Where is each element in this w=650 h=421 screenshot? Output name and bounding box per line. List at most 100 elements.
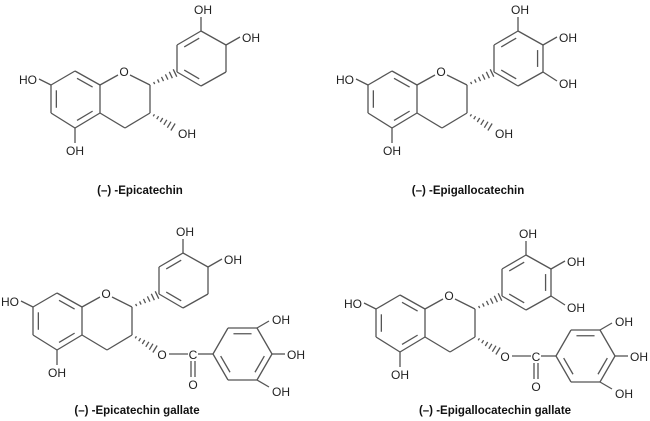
hashed-wedge-bond <box>483 121 489 129</box>
b-ring-bond <box>501 295 527 311</box>
carbonyl-oxygen: O <box>531 380 540 394</box>
b-ring-bond <box>525 254 552 270</box>
b-ring-bond <box>493 71 519 87</box>
double-bond-line <box>76 77 93 88</box>
hashed-wedge-bond <box>489 69 495 77</box>
galloyl-ring-bond <box>256 327 273 355</box>
hydroxyl-5prime: OH <box>567 301 585 315</box>
hashed-wedge-bond <box>481 74 486 80</box>
hashed-wedge-bond <box>485 300 490 306</box>
galloyl-ring-bond <box>212 353 229 381</box>
hashed-wedge-bond <box>152 345 158 353</box>
a-ring-bond <box>375 336 401 353</box>
galloyl-ring-bond <box>555 355 572 383</box>
hashed-wedge-bond <box>154 291 160 299</box>
hydroxyl-3prime: OH <box>194 3 212 17</box>
double-bond-line <box>597 357 608 375</box>
bond <box>106 334 133 351</box>
hashed-wedge-bond <box>166 121 172 129</box>
double-bond-line <box>165 291 182 302</box>
hashed-wedge-bond <box>497 293 503 301</box>
galloyl-hydroxyl-3: OH <box>272 313 290 327</box>
double-bond-line <box>58 299 75 310</box>
hashed-wedge-bond <box>156 79 160 83</box>
galloyl-ring-bond <box>599 355 616 383</box>
galloyl-ring-bond <box>599 329 616 357</box>
hashed-wedge-bond <box>148 343 154 351</box>
a-ring-bond <box>74 112 101 129</box>
hydroxyl-3prime: OH <box>511 3 529 17</box>
b-ring-bond <box>158 252 184 268</box>
bond <box>99 112 126 129</box>
hashed-wedge-bond <box>473 115 477 120</box>
hashed-wedge-bond <box>138 337 142 342</box>
hashed-wedge-bond <box>477 337 481 341</box>
galloyl-hydroxyl-3: OH <box>615 315 633 329</box>
bond <box>81 296 101 308</box>
ester-oxygen: O <box>157 348 166 362</box>
hashed-wedge-bond <box>141 339 146 345</box>
hashed-wedge-bond <box>145 341 150 348</box>
a-ring-bond <box>375 294 401 310</box>
double-bond-line <box>508 261 525 272</box>
b-ring-bond <box>176 71 202 87</box>
hydroxyl-4prime: OH <box>567 255 585 269</box>
bond <box>424 336 451 353</box>
hashed-wedge-bond <box>150 293 155 301</box>
hydroxyl-4prime: OH <box>224 253 242 267</box>
carbonyl-oxygen: O <box>188 378 197 392</box>
bond <box>124 112 151 129</box>
a-ring-bond <box>50 70 76 86</box>
double-bond-line <box>401 301 418 312</box>
bond <box>599 381 613 390</box>
hydroxyl-5: OH <box>48 366 66 380</box>
double-bond-line <box>401 334 418 346</box>
hashed-wedge-bond <box>477 76 482 82</box>
double-bond-line <box>183 69 200 80</box>
molecule-title: (–) -Epicatechin gallate <box>74 405 199 417</box>
bond <box>20 300 34 308</box>
galloyl-hydroxyl-4: OH <box>630 350 648 364</box>
hashed-wedge-bond <box>156 115 160 120</box>
b-ring-bond <box>176 30 202 46</box>
double-bond-line <box>500 69 517 80</box>
hashed-wedge-bond <box>480 119 485 126</box>
hydroxyl-4prime: OH <box>559 31 577 45</box>
hashed-wedge-bond <box>481 303 485 307</box>
a-ring-bond <box>391 70 418 86</box>
hashed-wedge-bond <box>164 74 169 80</box>
bond <box>416 74 436 86</box>
hashed-wedge-bond <box>163 119 168 126</box>
hydroxyl-3: OH <box>495 127 513 141</box>
hashed-wedge-bond <box>481 339 485 344</box>
hashed-wedge-bond <box>488 343 493 350</box>
hashed-wedge-bond <box>172 69 178 77</box>
bond <box>256 379 270 388</box>
hashed-wedge-bond <box>146 296 151 302</box>
hydroxyl-4prime: OH <box>242 31 260 45</box>
b-ring-bond <box>200 71 227 87</box>
hashed-wedge-bond <box>134 335 138 339</box>
hashed-wedge-bond <box>487 123 493 131</box>
b-ring-bond <box>493 30 519 46</box>
a-ring-bond <box>367 70 393 86</box>
double-bond-line <box>183 37 200 48</box>
bond <box>446 74 468 86</box>
galloyl-hydroxyl-5: OH <box>615 387 633 401</box>
hashed-wedge-bond <box>170 123 176 131</box>
bond <box>542 36 558 46</box>
hashed-wedge-bond <box>152 113 156 117</box>
hydroxyl-3prime: OH <box>519 227 537 241</box>
hydroxyl-7: HO <box>1 295 19 309</box>
hashed-wedge-bond <box>142 298 147 304</box>
ring-oxygen: O <box>119 65 128 79</box>
double-bond-line <box>58 332 75 344</box>
hashed-wedge-bond <box>469 113 473 117</box>
bond <box>225 36 241 46</box>
a-ring-bond <box>399 294 426 310</box>
double-bond-line <box>500 37 517 48</box>
ring-oxygen: O <box>101 287 110 301</box>
